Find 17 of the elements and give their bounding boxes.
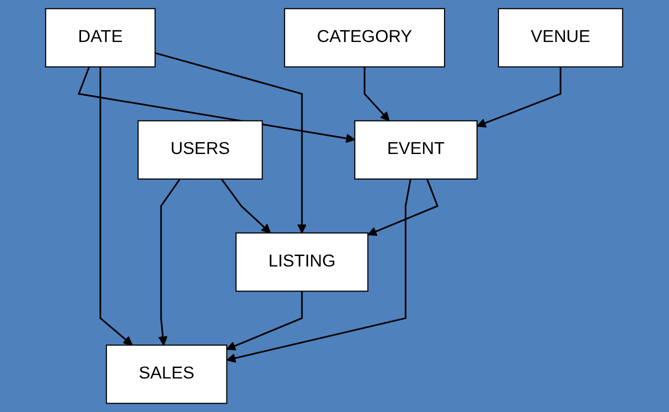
node-box: LISTING xyxy=(236,232,369,292)
node-box: CATEGORY xyxy=(284,8,446,68)
arrow xyxy=(158,178,181,346)
arrow xyxy=(226,178,412,363)
node-box: EVENT xyxy=(354,120,478,180)
arrow xyxy=(226,291,304,350)
arrow xyxy=(476,66,562,128)
arrow xyxy=(364,66,390,122)
arrow xyxy=(155,52,308,234)
arrow xyxy=(100,66,133,346)
node-box: SALES xyxy=(106,344,228,404)
node-box: USERS xyxy=(138,120,264,180)
arrow xyxy=(368,178,439,236)
arrow xyxy=(221,178,272,234)
arrow xyxy=(78,66,356,144)
node-box: DATE xyxy=(45,8,156,68)
node-box: VENUE xyxy=(498,8,624,68)
